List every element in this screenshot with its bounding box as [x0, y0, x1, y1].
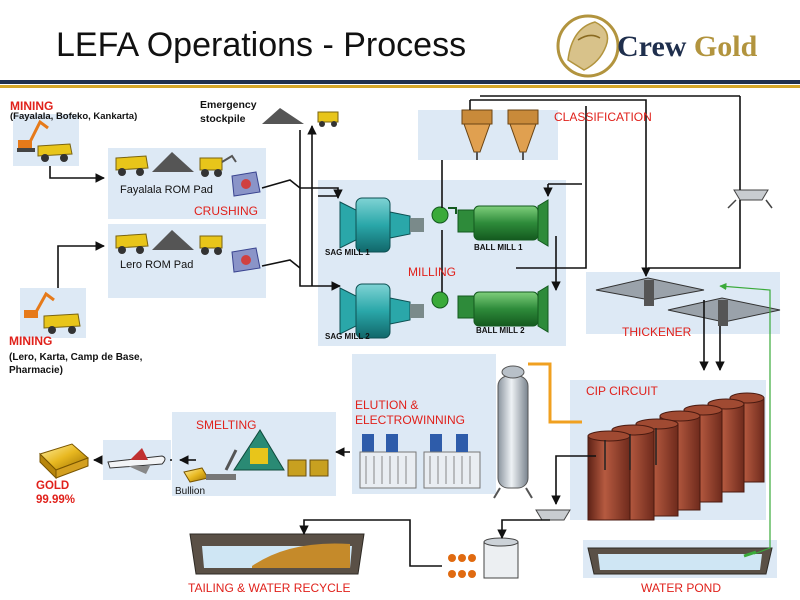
screen-icon	[727, 189, 773, 209]
agitator-shafts	[604, 428, 657, 470]
label-gold: GOLD 99.99%	[36, 480, 76, 506]
ball-mill-icon	[457, 285, 549, 333]
water-return-line	[719, 282, 771, 555]
label-mining-bottom: MINING	[9, 334, 53, 348]
conveyor-icon	[206, 474, 236, 480]
pump-icon	[431, 291, 449, 309]
furnace-icon	[224, 429, 285, 471]
logo-word-crew: Crew	[617, 30, 687, 63]
loader-icon	[199, 235, 223, 255]
elution-column-icon	[493, 365, 533, 499]
label-lero-rom: Lero ROM Pad	[120, 259, 194, 271]
pump-icon	[431, 206, 457, 224]
label-crushing: CRUSHING	[194, 204, 259, 218]
page-title: LEFA Operations - Process	[56, 26, 467, 64]
furnace-icon	[287, 459, 329, 477]
electrowinning-cell-icon	[359, 434, 417, 489]
excavator-icon	[24, 291, 55, 318]
crew-gold-logo-text: Crew Gold	[617, 30, 757, 64]
label-bullion: Bullion	[175, 486, 206, 497]
label-ball-mill-1: BALL MILL 1	[474, 243, 523, 252]
crusher-icon	[231, 171, 261, 197]
tank-icon	[483, 537, 519, 579]
label-sag-mill-2: SAG MILL 2	[325, 332, 370, 341]
excavator-icon	[17, 119, 49, 152]
carbon-transfer-pipe	[528, 362, 582, 424]
haul-truck-icon	[115, 155, 149, 176]
label-classification: CLASSIFICATION	[554, 110, 652, 124]
tailings-dam-icon	[189, 533, 365, 575]
label-mining-top: MINING	[10, 99, 54, 113]
label-mining-bottom-sub: (Lero, Karta, Camp de Base, Pharmacie)	[9, 352, 143, 376]
flow-lines	[49, 95, 741, 567]
thickener-icon	[595, 277, 705, 306]
label-cip-circuit: CIP CIRCUIT	[586, 384, 658, 398]
label-emergency-stockpile: Emergency stockpile	[200, 99, 257, 125]
label-tailing-water-recycle: TAILING & WATER RECYCLE	[188, 581, 351, 595]
label-thickener: THICKENER	[622, 325, 692, 339]
loader-icon	[199, 154, 237, 177]
label-ball-mill-2: BALL MILL 2	[476, 326, 525, 335]
cyclone-icon	[507, 109, 539, 160]
label-water-pond: WATER POND	[641, 581, 721, 595]
ball-mill-icon	[457, 199, 549, 247]
ore-pile-icon	[262, 108, 304, 124]
water-pond-icon	[587, 547, 773, 575]
screen-icon	[535, 509, 571, 521]
cyclone-icon	[461, 109, 493, 160]
label-sag-mill-1: SAG MILL 1	[325, 248, 370, 257]
electrowinning-cell-icon	[423, 434, 481, 489]
ore-pile-icon	[152, 230, 194, 250]
haul-truck-icon	[37, 143, 73, 162]
ore-pile-icon	[152, 152, 194, 172]
gold-bar-icon	[39, 443, 89, 480]
loader-icon	[317, 111, 339, 127]
label-milling: MILLING	[408, 265, 457, 279]
sag-mill-icon	[339, 283, 424, 339]
pump-icon	[448, 554, 476, 578]
crew-gold-lion-logo-icon	[556, 14, 620, 78]
crusher-icon	[231, 247, 261, 273]
label-mining-top-sub: (Fayalala, Bofeko, Kankarta)	[10, 111, 138, 122]
airplane-icon	[107, 448, 166, 474]
label-smelting: SMELTING	[196, 418, 257, 432]
haul-truck-icon	[115, 233, 149, 254]
haul-truck-icon	[43, 313, 81, 334]
cip-tank-icon	[587, 430, 631, 521]
header-band-navy	[0, 80, 800, 84]
logo-word-gold: Gold	[693, 30, 758, 63]
sag-mill-icon	[339, 197, 424, 253]
label-fayalala-rom: Fayalala ROM Pad	[120, 184, 213, 196]
header-band-gold	[0, 85, 800, 88]
label-elution: ELUTION & ELECTROWINNING	[355, 398, 466, 427]
